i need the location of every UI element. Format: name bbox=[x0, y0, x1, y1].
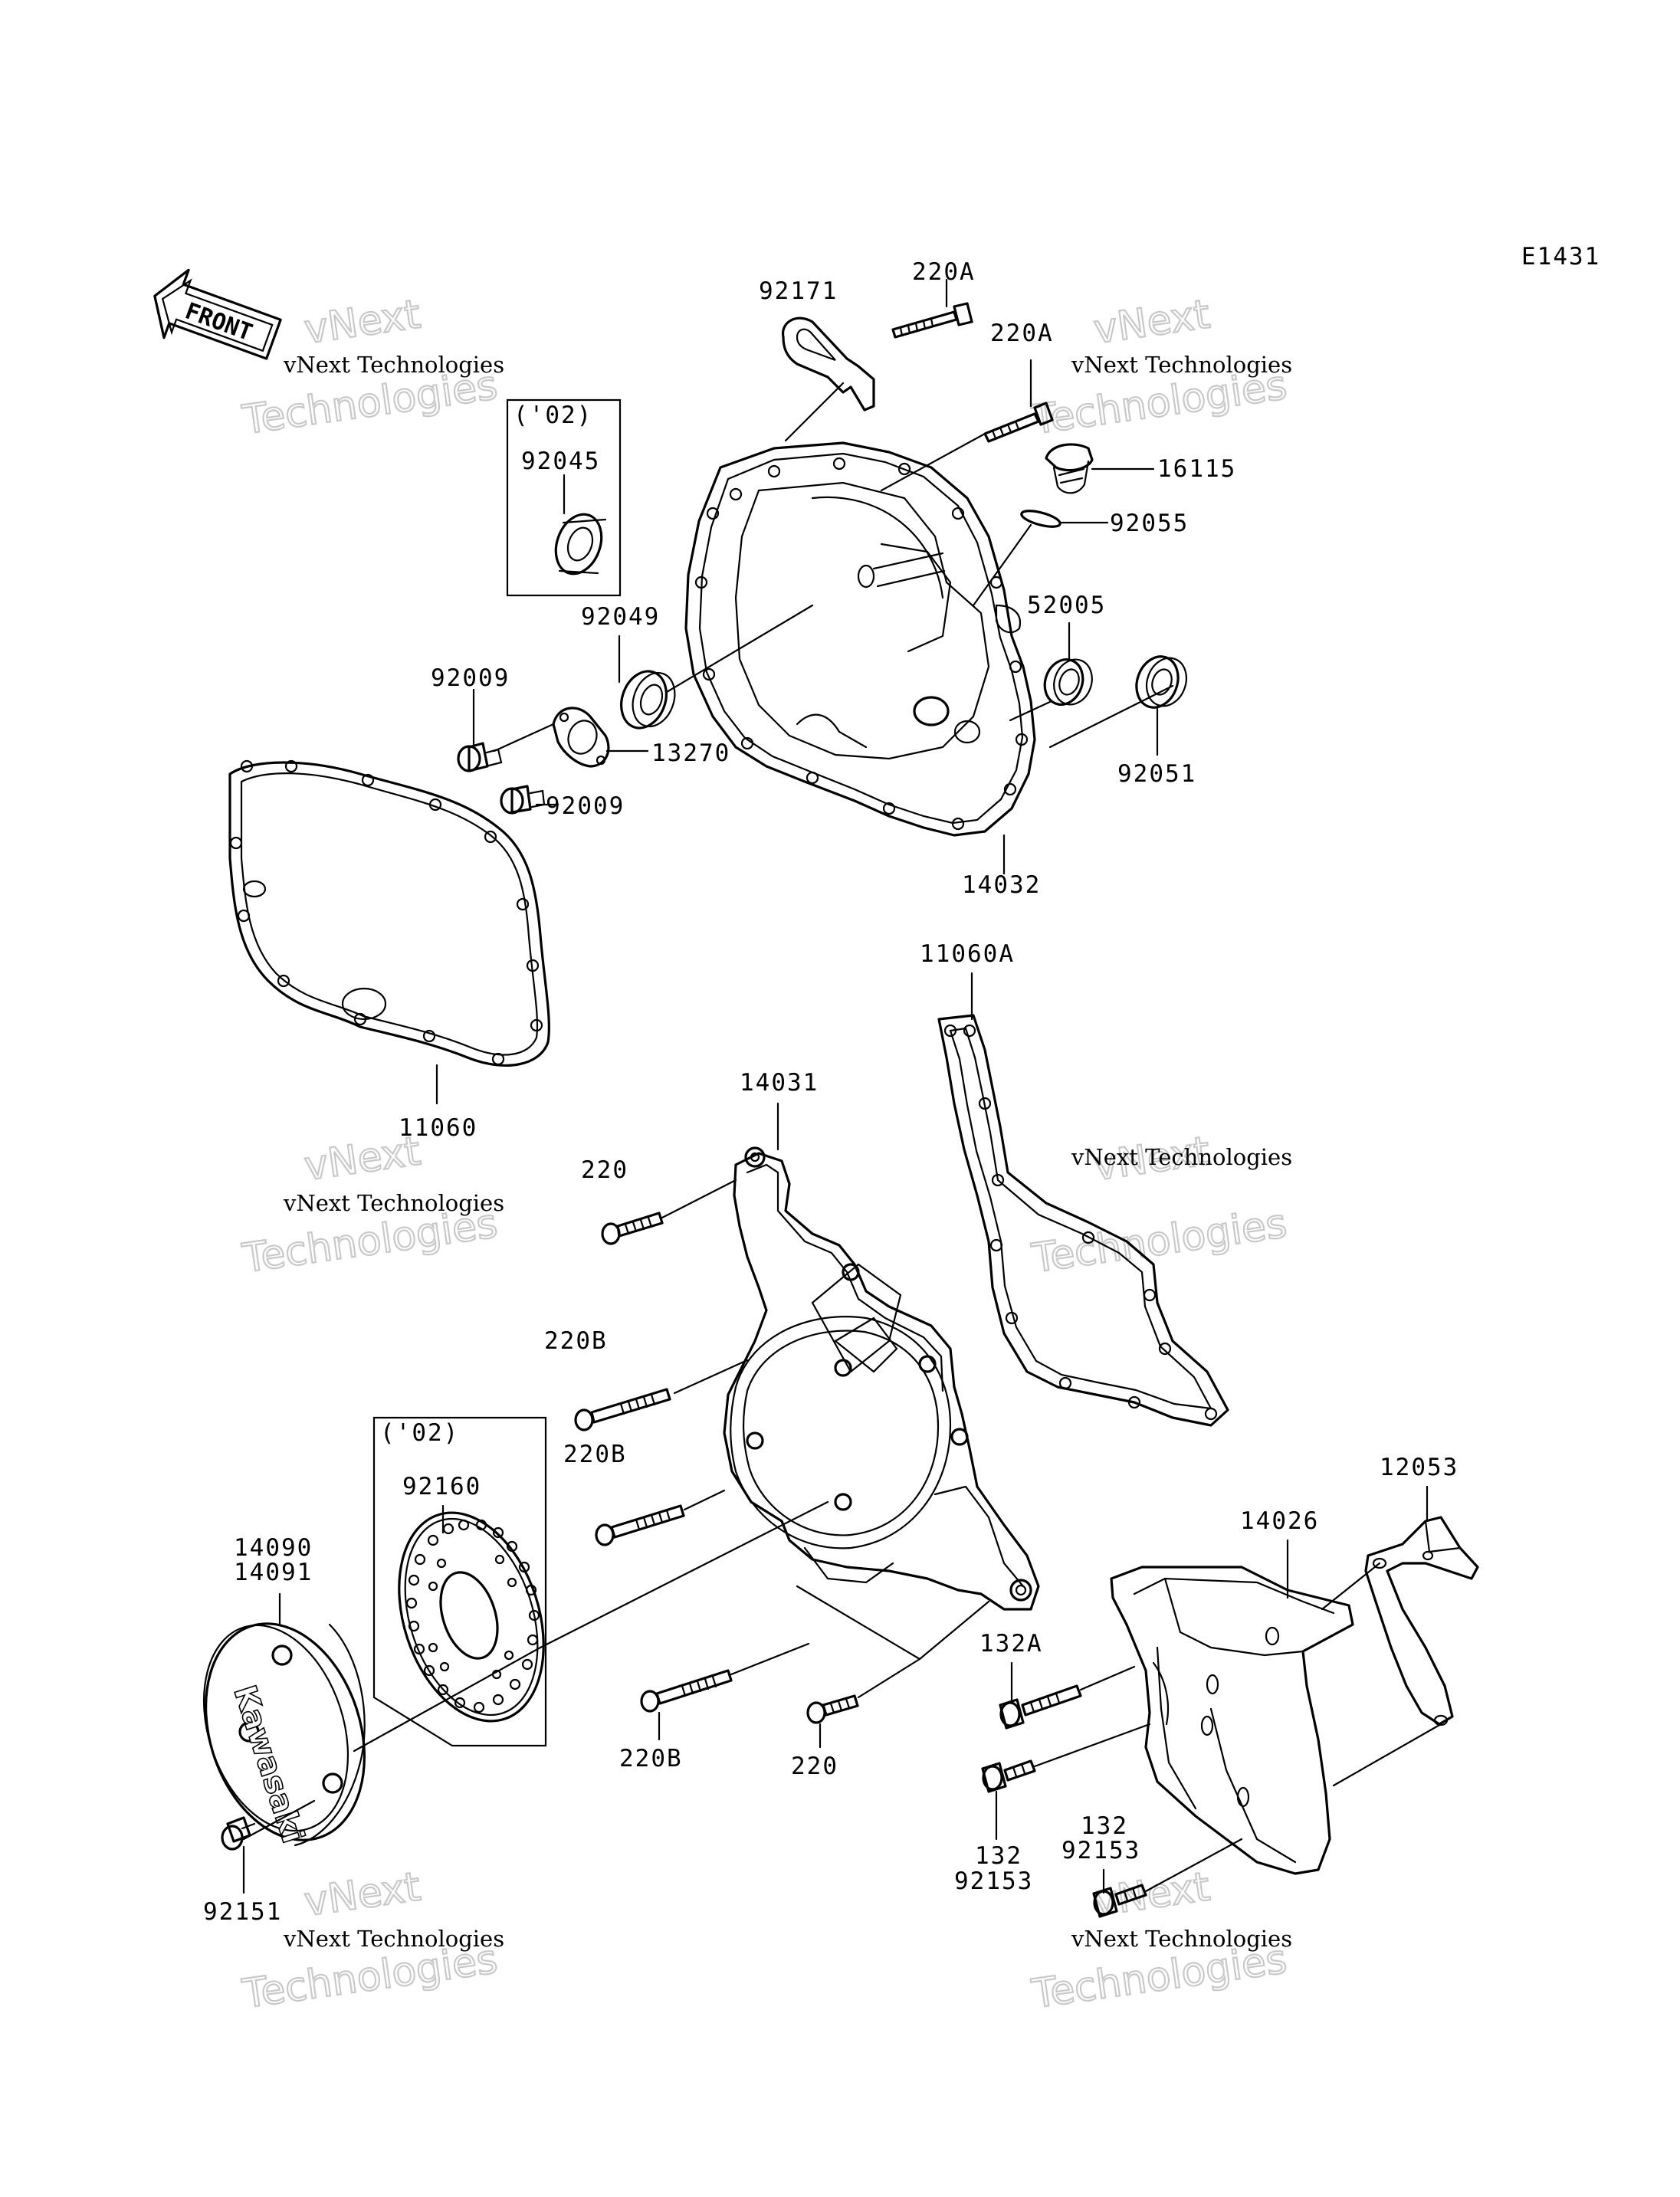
part-label-220A-1: 220A bbox=[912, 258, 976, 286]
part-label-92151: 92151 bbox=[203, 1898, 282, 1926]
clutch-cover-14032 bbox=[684, 441, 1036, 837]
watermark-bottom-right: vNext Technologies vNext Technologies bbox=[1028, 1863, 1292, 2018]
bolt-220B-lower bbox=[640, 1669, 733, 1713]
part-label-14090: 14090 bbox=[234, 1534, 313, 1562]
group-label-92045: ('02) bbox=[514, 402, 592, 429]
bolt-220A-upper bbox=[891, 302, 973, 339]
gasket-11060A bbox=[937, 1014, 1229, 1427]
seal-92051 bbox=[1135, 655, 1188, 709]
part-label-92049: 92049 bbox=[581, 603, 660, 631]
disc-92160 bbox=[398, 1511, 545, 1723]
bolt-92009-lower bbox=[500, 785, 546, 815]
plate-13270 bbox=[552, 707, 610, 768]
sprocket-cover-14026 bbox=[1110, 1566, 1354, 1875]
part-label-132A: 132A bbox=[979, 1630, 1043, 1658]
part-label-92051: 92051 bbox=[1117, 760, 1196, 788]
generator-cover-14031 bbox=[723, 1146, 1040, 1611]
leader-lines bbox=[242, 278, 1442, 1894]
svg-text:vNext Technologies: vNext Technologies bbox=[1071, 1926, 1292, 1952]
part-label-92171: 92171 bbox=[759, 277, 838, 305]
part-label-220A-2: 220A bbox=[990, 320, 1054, 347]
part-label-132-2: 132 bbox=[1081, 1812, 1128, 1840]
o-ring-92055 bbox=[1020, 510, 1061, 528]
diagram-code: E1431 bbox=[1521, 243, 1600, 271]
part-label-13270: 13270 bbox=[651, 739, 730, 767]
part-labels: 92171 220A 220A 16115 92055 92045 92049 … bbox=[203, 258, 1459, 1926]
group-label-92160: ('02) bbox=[380, 1419, 459, 1447]
part-label-220B-1: 220B bbox=[544, 1327, 608, 1355]
part-label-92153-2: 92153 bbox=[1061, 1837, 1140, 1864]
svg-text:vNext: vNext bbox=[301, 291, 423, 353]
watermark-mid-right: vNext Technologies vNext Technologies bbox=[1028, 1127, 1292, 1283]
part-label-220-2: 220 bbox=[791, 1753, 838, 1780]
part-label-92153-1: 92153 bbox=[954, 1867, 1033, 1895]
kawasaki-logo: Kawasaki bbox=[226, 1681, 310, 1848]
gasket-11060 bbox=[228, 759, 550, 1067]
part-label-92055: 92055 bbox=[1110, 510, 1189, 537]
watermark-mid-left: vNext Technologies vNext Technologies bbox=[238, 1127, 504, 1283]
svg-text:vNext: vNext bbox=[1091, 291, 1212, 353]
front-arrow-icon: FRONT bbox=[153, 268, 282, 360]
part-label-11060A: 11060A bbox=[920, 940, 1015, 968]
part-label-92009-2: 92009 bbox=[546, 792, 625, 820]
bearing-92045 bbox=[554, 513, 607, 575]
bolt-220-upper bbox=[601, 1212, 664, 1245]
group-box-92160 bbox=[372, 1416, 547, 1747]
part-label-16115: 16115 bbox=[1157, 455, 1236, 483]
part-label-132-1: 132 bbox=[975, 1842, 1022, 1870]
part-label-92160: 92160 bbox=[402, 1473, 481, 1500]
part-label-220-1: 220 bbox=[581, 1156, 628, 1184]
watermark-bottom-left: vNext Technologies vNext Technologies bbox=[238, 1863, 504, 2018]
bolt-132-lower bbox=[1092, 1884, 1147, 1918]
svg-text:vNext Technologies: vNext Technologies bbox=[1071, 352, 1292, 378]
watermark-top-right: vNext Technologies vNext Technologies bbox=[1028, 290, 1292, 444]
svg-text:vNext Technologies: vNext Technologies bbox=[283, 1926, 504, 1952]
svg-text:vNext Technologies: vNext Technologies bbox=[1071, 1144, 1292, 1170]
bracket-12053 bbox=[1364, 1516, 1479, 1726]
part-label-92045: 92045 bbox=[521, 448, 600, 475]
part-label-11060: 11060 bbox=[399, 1114, 477, 1142]
clamp-92171 bbox=[781, 316, 875, 412]
part-label-14026: 14026 bbox=[1240, 1507, 1319, 1535]
cover-14090-14091: Kawasaki bbox=[202, 1622, 366, 1848]
bolt-92151 bbox=[221, 1816, 256, 1851]
bolt-132-middle bbox=[981, 1759, 1036, 1793]
group-box-92045 bbox=[506, 398, 622, 597]
part-label-220B-3: 220B bbox=[619, 1745, 683, 1772]
svg-text:vNext Technologies: vNext Technologies bbox=[283, 1190, 504, 1216]
part-label-92009-1: 92009 bbox=[431, 664, 510, 692]
part-label-14091: 14091 bbox=[234, 1559, 313, 1586]
bolt-220-lower bbox=[806, 1694, 859, 1724]
collar-52005 bbox=[1043, 658, 1093, 706]
part-label-220B-2: 220B bbox=[563, 1441, 627, 1468]
plug-16115 bbox=[1045, 443, 1094, 494]
part-label-14032: 14032 bbox=[962, 871, 1041, 899]
svg-text:vNext Technologies: vNext Technologies bbox=[283, 352, 504, 378]
part-label-52005: 52005 bbox=[1027, 592, 1106, 619]
bolt-220B-upper bbox=[574, 1388, 671, 1431]
bolt-92009-upper bbox=[457, 742, 503, 772]
bolt-220B-middle bbox=[595, 1504, 685, 1546]
seal-92049 bbox=[620, 670, 676, 730]
part-label-14031: 14031 bbox=[740, 1069, 819, 1097]
part-label-12053: 12053 bbox=[1380, 1454, 1459, 1481]
svg-text:vNext: vNext bbox=[301, 1864, 423, 1926]
bolt-220A-lower bbox=[983, 402, 1054, 443]
watermark-top-left: vNext Technologies vNext Technologies bbox=[238, 290, 504, 444]
